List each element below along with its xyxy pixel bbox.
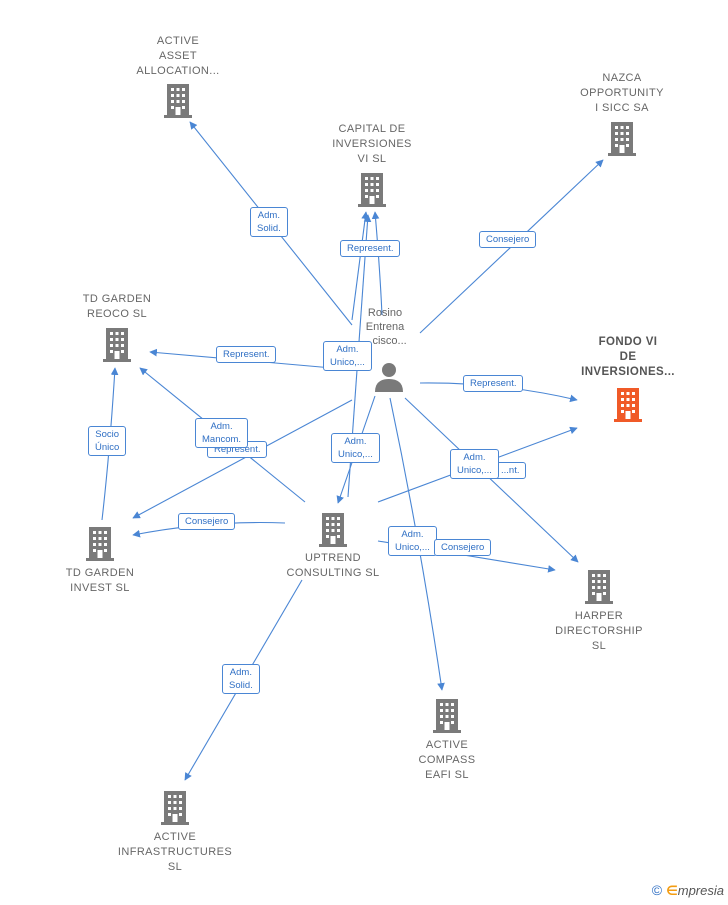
edge-label-represent[interactable]: Represent.: [340, 240, 401, 257]
building-icon: [161, 791, 189, 825]
edge-label-adm-unico[interactable]: Adm. Unico,...: [331, 433, 380, 463]
person-label: Rosino Entrena ...cisco...: [363, 307, 407, 347]
edge-label-consejero[interactable]: Consejero: [178, 513, 236, 530]
edge-label-socio-unico[interactable]: Socio Único: [88, 426, 127, 456]
building-icon: [319, 513, 347, 547]
company-label: FONDO VI DE INVERSIONES...: [581, 336, 675, 378]
company-label: ACTIVE COMPASS EAFI SL: [418, 739, 476, 781]
company-label: CAPITAL DE INVERSIONES VI SL: [332, 123, 412, 165]
edge-label-adm-solid[interactable]: Adm. Solid.: [222, 664, 260, 694]
company-label: TD GARDEN REOCO SL: [82, 293, 152, 320]
building-icon: [103, 328, 131, 362]
company-label: TD GARDEN INVEST SL: [65, 567, 135, 594]
company-label: UPTREND CONSULTING SL: [286, 552, 380, 579]
building-icon: [614, 388, 642, 422]
edge-label-adm-unico[interactable]: Adm. Unico,...: [323, 341, 372, 371]
edge-label-adm-mancom[interactable]: Adm. Mancom.: [195, 418, 249, 448]
building-icon: [585, 570, 613, 604]
person-icon: [375, 363, 403, 392]
company-label: HARPER DIRECTORSHIP SL: [555, 610, 643, 652]
company-label: ACTIVE ASSET ALLOCATION...: [136, 35, 220, 77]
edge-label-consejero[interactable]: Consejero: [479, 231, 537, 248]
brand-logo-letter: ∈: [666, 883, 678, 898]
empresia-watermark: ©∈mpresia: [652, 882, 724, 899]
edge-label-adm-solid[interactable]: Adm. Solid.: [250, 207, 288, 237]
building-icon: [608, 122, 636, 156]
company-label: NAZCA OPPORTUNITY I SICC SA: [580, 72, 664, 114]
building-icon: [433, 699, 461, 733]
edge-label-represent[interactable]: ...nt.: [494, 462, 527, 479]
copyright-icon: ©: [651, 882, 663, 898]
edge-label-adm-unico[interactable]: Adm. Unico,...: [450, 449, 499, 479]
building-icon: [358, 173, 386, 207]
company-label: ACTIVE INFRASTRUCTURES SL: [117, 831, 233, 873]
edge-label-consejero[interactable]: Consejero: [434, 539, 492, 556]
edge-label-represent[interactable]: Represent.: [216, 346, 277, 363]
building-icon: [164, 84, 192, 118]
edge-label-adm-unico[interactable]: Adm. Unico,...: [388, 526, 437, 556]
brand-logo-text: mpresia: [677, 883, 724, 898]
edge-label-represent[interactable]: Represent.: [463, 375, 524, 392]
building-icon: [86, 527, 114, 561]
